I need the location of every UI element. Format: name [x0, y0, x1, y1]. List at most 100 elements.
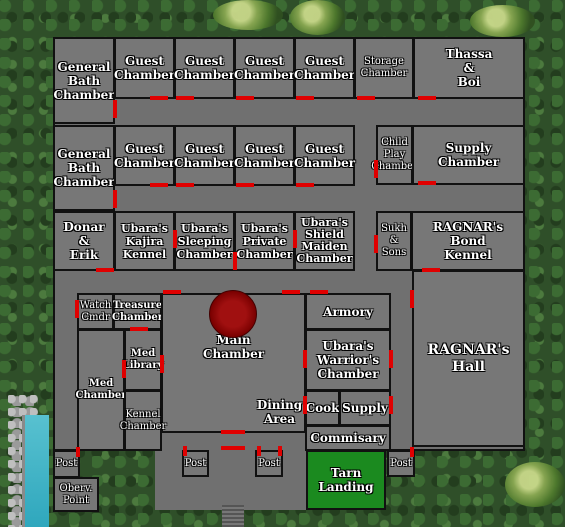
room-label: Post [184, 457, 207, 469]
door[interactable] [163, 290, 181, 294]
door[interactable] [75, 300, 79, 318]
door[interactable] [282, 290, 300, 294]
door[interactable] [418, 96, 436, 100]
door[interactable] [160, 355, 164, 373]
door[interactable] [176, 183, 194, 187]
door[interactable] [296, 183, 314, 187]
room-label: Supply [342, 401, 388, 415]
room-label: Guest Chamber [233, 141, 296, 170]
door[interactable] [173, 230, 177, 248]
room-ragnar-bond[interactable]: RAGNAR's Bond Kennel [411, 211, 525, 271]
room-thassa-boi[interactable]: Thassa & Boi [413, 37, 525, 99]
room-ubara-shield[interactable]: Ubara's Shield Maiden Chamber [294, 211, 355, 271]
door[interactable] [113, 100, 117, 118]
room-ubara-warrior[interactable]: Ubara's Warrior's Chamber [305, 329, 391, 391]
door[interactable] [150, 96, 168, 100]
door[interactable] [357, 96, 375, 100]
door[interactable] [130, 327, 148, 331]
room-ubara-sleeping[interactable]: Ubara's Sleeping Chamber [174, 211, 235, 271]
room-med-chamber[interactable]: Med Chamber [76, 329, 126, 451]
room-guest-1[interactable]: Guest Chamber [114, 37, 175, 99]
room-guest-3[interactable]: Guest Chamber [234, 37, 295, 99]
tarn-landing[interactable]: Tarn Landing [306, 450, 386, 510]
tree-bottom-right [505, 462, 565, 507]
door[interactable] [293, 230, 297, 248]
room-guest-4[interactable]: Guest Chamber [294, 37, 355, 99]
door[interactable] [150, 183, 168, 187]
door[interactable] [389, 350, 393, 368]
room-label: Guest Chamber [293, 141, 356, 170]
door[interactable] [410, 447, 414, 457]
room-label: Watch Cmdr [79, 299, 112, 323]
room-post-4[interactable]: Post [387, 450, 415, 477]
door[interactable] [418, 181, 436, 185]
door[interactable] [257, 446, 261, 456]
room-label: Commisary [310, 431, 386, 445]
tree-top-center [290, 0, 345, 35]
room-observ[interactable]: Oberv. Point [53, 477, 99, 512]
room-supply-small[interactable]: Supply [339, 390, 391, 426]
door[interactable] [183, 446, 187, 456]
room-general-bath-2[interactable]: General Bath Chamber [53, 125, 115, 211]
room-label: Sukh & Sons [381, 223, 407, 258]
door[interactable] [221, 446, 245, 450]
room-label: Post [258, 457, 280, 469]
door[interactable] [303, 350, 307, 368]
room-kennel[interactable]: Kennel Chamber [120, 390, 166, 451]
room-label: Guest Chamber [173, 54, 236, 82]
room-guest-6[interactable]: Guest Chamber [174, 125, 235, 186]
room-label: Supply Chamber [437, 141, 500, 169]
room-general-bath-1[interactable]: General Bath Chamber [53, 37, 115, 124]
door[interactable] [176, 96, 194, 100]
room-donar-erik[interactable]: Donar & Erik [53, 211, 115, 271]
room-label: Ubara's Kajira Kennel [121, 221, 168, 261]
door[interactable] [389, 396, 393, 414]
door[interactable] [96, 268, 114, 272]
room-label: Ubara's Sleeping Chamber [176, 221, 233, 261]
room-label: Storage Chamber [360, 56, 408, 79]
room-ubara-private[interactable]: Ubara's Private Chamber [234, 211, 295, 271]
room-armory[interactable]: Armory [305, 293, 391, 330]
room-child-play[interactable]: Child Play Chamber [371, 125, 418, 185]
door[interactable] [76, 447, 80, 457]
room-label: Thassa & Boi [445, 47, 493, 89]
room-label: General Bath Chamber [53, 59, 115, 102]
door[interactable] [221, 430, 245, 434]
tree-top-right [470, 5, 535, 37]
door[interactable] [410, 290, 414, 308]
room-guest-7[interactable]: Guest Chamber [234, 125, 295, 186]
room-cook[interactable]: Cook [305, 390, 340, 426]
door[interactable] [278, 446, 282, 456]
room-guest-2[interactable]: Guest Chamber [174, 37, 235, 99]
room-label: Ubara's Warrior's Chamber [316, 339, 380, 381]
door[interactable] [374, 160, 378, 178]
room-storage[interactable]: Storage Chamber [354, 37, 414, 99]
door[interactable] [233, 252, 237, 270]
room-label: Ubara's Private Chamber [236, 221, 293, 261]
door[interactable] [113, 190, 117, 208]
room-ragnar-hall[interactable]: RAGNAR's Hall [412, 270, 525, 447]
room-commisary[interactable]: Commisary [305, 425, 391, 451]
door[interactable] [422, 268, 440, 272]
tree-top-left [213, 0, 283, 30]
room-treasure[interactable]: Treasure Chamber [112, 293, 163, 330]
door[interactable] [310, 290, 328, 294]
entrance-steps [222, 505, 244, 527]
room-watch-cmdr[interactable]: Watch Cmdr [77, 293, 114, 330]
throne-dais[interactable] [209, 290, 257, 338]
door[interactable] [296, 96, 314, 100]
room-ubara-kajira[interactable]: Ubara's Kajira Kennel [114, 211, 175, 271]
door[interactable] [374, 235, 378, 253]
door[interactable] [236, 183, 254, 187]
room-med-library[interactable]: Med Library [123, 329, 163, 391]
room-supply[interactable]: Supply Chamber [412, 125, 525, 185]
room-label: Guest Chamber [233, 54, 296, 82]
room-guest-8[interactable]: Guest Chamber [294, 125, 355, 186]
room-dining[interactable]: Dining Area [253, 390, 306, 433]
door[interactable] [303, 396, 307, 414]
room-label: Treasure Chamber [112, 299, 163, 323]
room-guest-5[interactable]: Guest Chamber [114, 125, 175, 186]
door[interactable] [236, 96, 254, 100]
room-sukh-sons[interactable]: Sukh & Sons [376, 211, 412, 271]
door[interactable] [122, 360, 126, 378]
